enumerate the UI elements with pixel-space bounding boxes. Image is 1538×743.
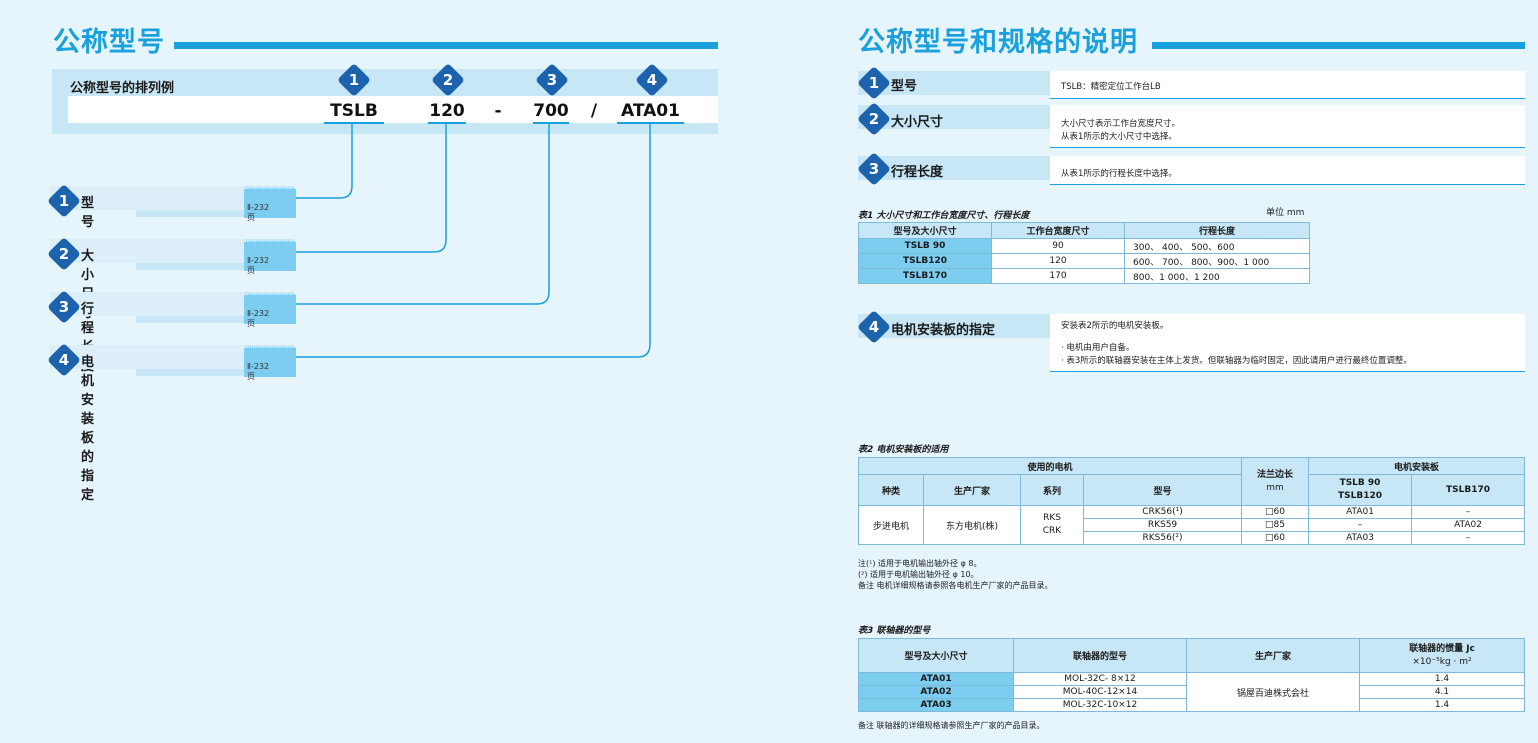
left-item-1-page: Ⅱ-232页	[247, 203, 270, 222]
table-row: TSLB 90 90 300、 400、 500、600	[858, 238, 1310, 254]
table3-title: 表3 联轴器的型号	[858, 626, 931, 636]
title-rule	[174, 42, 718, 49]
left-item-4-label: 电机安装板的指定	[81, 355, 95, 503]
table-row: ATA03 MOL-32C-10×12 1.4	[858, 698, 1525, 712]
left-page-title: 公称型号	[53, 27, 165, 58]
t2-header-kind: 种类	[858, 474, 924, 506]
example-white-panel	[68, 96, 718, 123]
table-row: 步进电机 东方电机(株) RKS CRK CRK56(¹) □60 ATA01 …	[858, 505, 1525, 545]
spec-4-desc-2: · 电机由用户自备。	[1061, 343, 1135, 353]
code-slash: /	[590, 101, 598, 121]
spec-2-label: 大小尺寸	[891, 115, 944, 130]
spec-2-desc-1: 大小尺寸表示工作台宽度尺寸。	[1061, 119, 1181, 129]
code-stroke: 700	[533, 101, 569, 121]
table-row: RKS56(²) □60 ATA03 –	[859, 531, 1525, 545]
t3-header-inertia: 联轴器的惯量 Jc ×10⁻⁵kg · m²	[1359, 638, 1525, 673]
code-dash: -	[494, 101, 502, 121]
connector-lines	[296, 124, 651, 358]
example-label: 公称型号的排列例	[70, 81, 175, 96]
table-row: TSLB170 170 800、1 000、1 200	[858, 268, 1310, 284]
table1-unit: 单位 mm	[1266, 208, 1305, 218]
table-row: ATA01 MOL-32C- 8×12 锅屋百迪株式会社 1.4	[858, 672, 1525, 712]
t2-header-col1: TSLB 90 TSLB120	[1308, 474, 1412, 506]
spec-4-label: 电机安装板的指定	[891, 323, 996, 338]
spec-1-desc: TSLB：精密定位工作台LB	[1061, 82, 1161, 92]
spec-row-4: 4 电机安装板的指定 安装表2所示的电机安装板。 · 电机由用户自备。 · 表3…	[857, 310, 1525, 372]
code-plate: ATA01	[621, 101, 680, 121]
left-item-1-label: 型号	[81, 196, 95, 230]
t1-header-model: 型号及大小尺寸	[858, 222, 992, 239]
t2-header-model: 型号	[1083, 474, 1242, 506]
left-item-3-page: Ⅱ-232页	[247, 309, 270, 328]
code-size: 120	[429, 101, 465, 121]
number-badge-4-text: 4	[646, 71, 658, 89]
table-row: TSLB120 120 600、 700、 800、900、1 000	[858, 253, 1310, 269]
t2-series: RKS CRK	[1020, 505, 1084, 545]
t1-header-stroke: 行程长度	[1124, 222, 1310, 239]
code-size-underline	[428, 122, 466, 124]
code-series-underline	[324, 122, 384, 124]
right-page-title: 公称型号和规格的说明	[858, 27, 1138, 58]
table2-notes: 注(¹) 适用于电机输出轴外径 φ 8。 (²) 适用于电机输出轴外径 φ 10…	[858, 559, 1053, 590]
t2-header-col2: TSLB170	[1411, 474, 1525, 506]
t3-maker: 锅屋百迪株式会社	[1186, 672, 1360, 712]
t2-maker: 东方电机(株)	[923, 505, 1021, 545]
t2-header-maker: 生产厂家	[923, 474, 1021, 506]
spec-4-desc-1: 安装表2所示的电机安装板。	[1061, 321, 1169, 331]
left-item-2-page: Ⅱ-232页	[247, 256, 270, 275]
t3-header-model: 型号及大小尺寸	[858, 638, 1014, 673]
spec-3-label: 行程长度	[891, 165, 944, 180]
code-stroke-underline	[533, 122, 569, 124]
spec-row-1: 1 型号 TSLB：精密定位工作台LB	[857, 66, 1525, 100]
spec-4-desc-3: · 表3所示的联轴器安装在主体上发货。但联轴器为临时固定，因此请用户进行最终位置…	[1061, 356, 1412, 366]
spec-row-2: 2 大小尺寸 大小尺寸表示工作台宽度尺寸。 从表1所示的大小尺寸中选择。	[857, 102, 1525, 148]
table2: 使用的电机 法兰边长 mm 电机安装板 种类 生产厂家 系列 型号 TSLB 9…	[858, 457, 1525, 545]
t2-header-motor: 使用的电机	[858, 457, 1242, 475]
table3-note: 备注 联轴器的详细规格请参照生产厂家的产品目录。	[858, 721, 1045, 730]
table-row: ATA02 MOL-40C-12×14 4.1	[858, 685, 1525, 699]
table-row: RKS59 □85 – ATA02	[859, 518, 1525, 532]
t2-header-series: 系列	[1020, 474, 1084, 506]
t1-header-width: 工作台宽度尺寸	[991, 222, 1125, 239]
t2-header-plate: 电机安装板	[1308, 457, 1525, 475]
number-badge-2-text: 2	[442, 71, 454, 89]
t3-header-coupling: 联轴器的型号	[1013, 638, 1187, 673]
number-badge-3-text: 3	[546, 71, 558, 89]
number-badge-1-text: 1	[348, 71, 360, 89]
t2-kind: 步进电机	[858, 505, 924, 545]
t2-header-flange: 法兰边长 mm	[1241, 457, 1309, 506]
right-title-rule	[1152, 42, 1525, 49]
spec-1-label: 型号	[891, 79, 918, 94]
left-item-4-page: Ⅱ-232页	[247, 362, 270, 381]
table1-title: 表1 大小尺寸和工作台宽度尺寸、行程长度	[858, 211, 1030, 221]
code-series: TSLB	[330, 101, 378, 121]
t3-header-maker: 生产厂家	[1186, 638, 1360, 673]
spec-row-3: 3 行程长度 从表1所示的行程长度中选择。	[857, 152, 1525, 186]
table1: 型号及大小尺寸 工作台宽度尺寸 行程长度 TSLB 90 90 300、 400…	[858, 222, 1310, 284]
spec-2-desc-2: 从表1所示的大小尺寸中选择。	[1061, 132, 1177, 142]
table2-title: 表2 电机安装板的适用	[858, 445, 949, 455]
code-plate-underline	[617, 122, 684, 124]
table3: 型号及大小尺寸 联轴器的型号 生产厂家 联轴器的惯量 Jc ×10⁻⁵kg · …	[858, 638, 1525, 712]
spec-3-desc: 从表1所示的行程长度中选择。	[1061, 169, 1177, 179]
